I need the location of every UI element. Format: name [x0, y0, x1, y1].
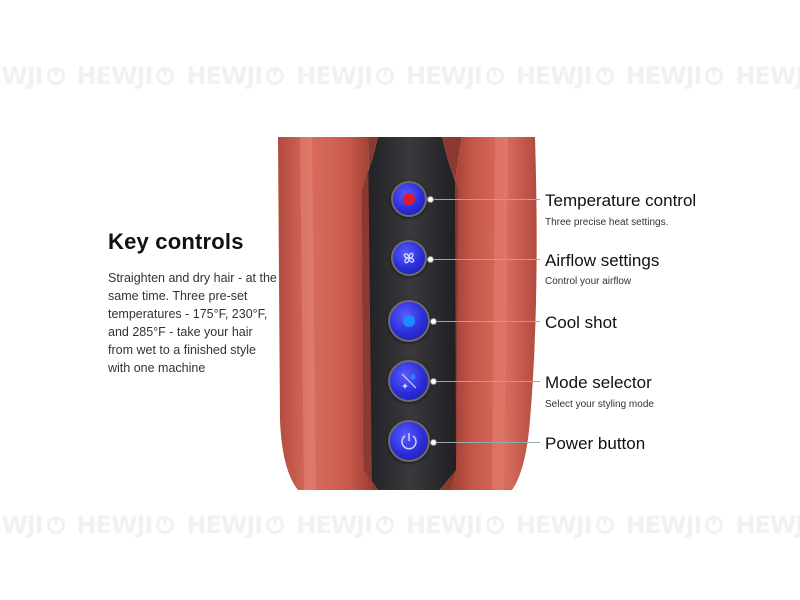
- section-title: Key controls: [108, 229, 244, 254]
- label-mode-selector: Mode selector: [545, 373, 652, 392]
- watermark-logo: HEWJI: [0, 511, 44, 539]
- sublabel-temperature-control: Three precise heat settings.: [545, 217, 669, 228]
- watermark-logo: HEWJI: [625, 511, 703, 539]
- watermark-power-icon: [266, 516, 285, 534]
- watermark-logo: HEWJI: [515, 62, 593, 90]
- cool-shot-button[interactable]: [388, 300, 430, 342]
- watermark-item: HEWJI: [296, 511, 394, 539]
- callout-line-airflow: [434, 259, 540, 260]
- left-arm: [278, 137, 372, 490]
- label-temperature-control: Temperature control: [545, 191, 697, 210]
- blue-dot-icon: [403, 315, 415, 327]
- watermark-item: HEWJI: [406, 62, 504, 90]
- watermark-power-icon: [595, 516, 614, 534]
- watermark-item: HEWJI: [735, 511, 800, 539]
- watermark-power-icon: [156, 516, 175, 534]
- label-power-button: Power button: [545, 434, 646, 453]
- watermark-logo: HEWJI: [186, 62, 263, 90]
- watermark-power-icon: [485, 67, 504, 85]
- watermark-logo: HEWJI: [406, 511, 483, 539]
- watermark-power-icon: [595, 67, 614, 85]
- watermark-item: HEWJI: [516, 511, 614, 539]
- intro-block: Key controls Straighten and dry hair - a…: [108, 229, 278, 377]
- watermark-row-top: HEWJI HEWJI HEWJI HEWJI HEWJI HEWJI HEWJI HEWJI: [0, 56, 800, 96]
- watermark-power-icon: [46, 516, 65, 534]
- watermark-power-icon: [705, 516, 724, 534]
- watermark-logo: HEWJI: [296, 62, 373, 90]
- callout-line-cool-shot: [437, 321, 540, 322]
- watermark-logo: HEWJI: [735, 511, 800, 539]
- watermark-logo: HEWJI: [76, 62, 154, 90]
- airflow-settings-button[interactable]: [391, 240, 427, 276]
- mode-selector-button[interactable]: [388, 360, 430, 402]
- sublabel-airflow-settings: Control your airflow: [545, 276, 632, 287]
- watermark-power-icon: [266, 67, 285, 85]
- watermark-item: HEWJI: [516, 62, 614, 90]
- label-airflow-settings: Airflow settings: [545, 251, 660, 270]
- callout-dot-cool-shot: [430, 318, 437, 325]
- watermark-item: HEWJI: [0, 511, 65, 539]
- watermark-item: HEWJI: [77, 62, 175, 90]
- red-dot-icon: [403, 193, 415, 205]
- callout-dot-airflow: [427, 256, 434, 263]
- power-icon: [398, 430, 420, 452]
- callout-dot-temperature: [427, 196, 434, 203]
- right-arm-highlight: [492, 137, 508, 490]
- watermark-logo: HEWJI: [296, 511, 373, 539]
- watermark-logo: HEWJI: [186, 511, 263, 539]
- fan-icon: [400, 249, 418, 267]
- watermark-item: HEWJI: [735, 62, 800, 90]
- watermark-logo: HEWJI: [625, 62, 703, 90]
- watermark-logo: HEWJI: [406, 62, 483, 90]
- section-description: Straighten and dry hair - at the same ti…: [108, 271, 277, 375]
- watermark-item: HEWJI: [77, 511, 175, 539]
- power-button[interactable]: [388, 420, 430, 462]
- watermark-logo: HEWJI: [76, 511, 154, 539]
- watermark-logo: HEWJI: [735, 62, 800, 90]
- callout-line-mode: [437, 381, 540, 382]
- watermark-item: HEWJI: [186, 62, 285, 90]
- watermark-power-icon: [376, 516, 394, 534]
- sublabel-mode-selector: Select your styling mode: [545, 399, 654, 410]
- label-cool-shot: Cool shot: [545, 313, 617, 332]
- callout-line-power: [437, 442, 540, 443]
- right-arm: [450, 137, 537, 490]
- watermark-item: HEWJI: [0, 62, 65, 90]
- left-arm-highlight: [300, 137, 316, 490]
- watermark-item: HEWJI: [186, 511, 285, 539]
- watermark-item: HEWJI: [406, 511, 504, 539]
- watermark-power-icon: [46, 67, 65, 85]
- sparkle-icon: [398, 370, 420, 392]
- watermark-item: HEWJI: [626, 62, 724, 90]
- callout-dot-mode: [430, 378, 437, 385]
- watermark-logo: HEWJI: [0, 62, 44, 90]
- watermark-power-icon: [156, 67, 175, 85]
- watermark-power-icon: [376, 67, 394, 85]
- watermark-row-bottom: HEWJI HEWJI HEWJI HEWJI HEWJI HEWJI HEWJI HEWJI: [0, 505, 800, 545]
- watermark-item: HEWJI: [626, 511, 724, 539]
- temperature-control-button[interactable]: [391, 181, 427, 217]
- watermark-power-icon: [705, 67, 724, 85]
- callout-line-temperature: [434, 199, 540, 200]
- watermark-power-icon: [485, 516, 504, 534]
- callout-dot-power: [430, 439, 437, 446]
- watermark-item: HEWJI: [296, 62, 394, 90]
- watermark-logo: HEWJI: [515, 511, 593, 539]
